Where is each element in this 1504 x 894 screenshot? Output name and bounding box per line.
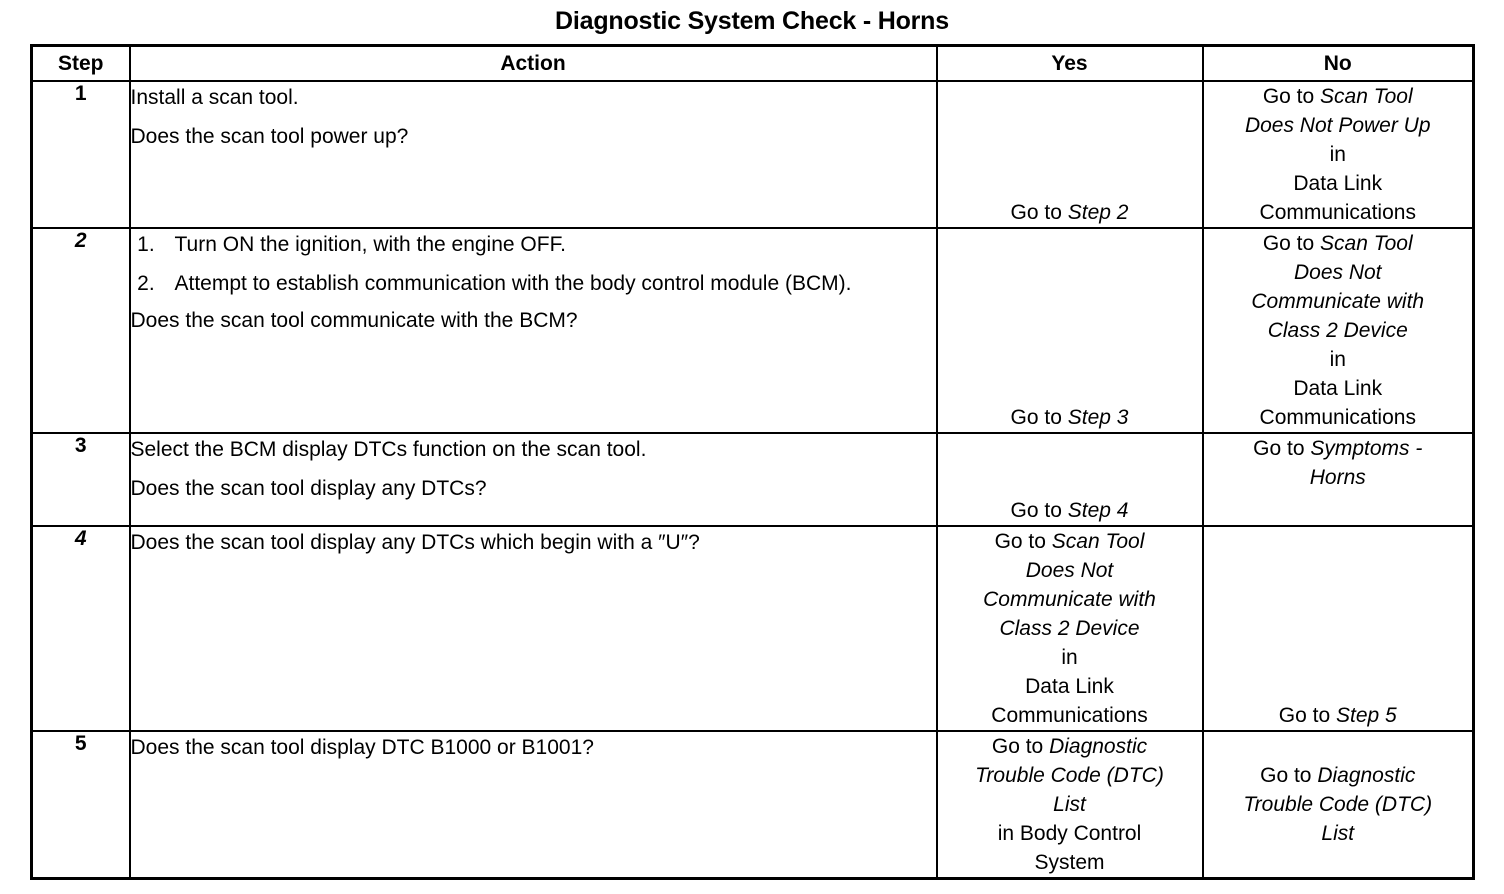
result-text: Go to Step 3 [938,403,1202,432]
result-reference: Step 3 [1067,406,1129,429]
result-reference: Trouble Code (DTC) [975,764,1164,787]
action-step-list: Turn ON the ignition, with the engine OF… [131,229,936,299]
result-reference: Class 2 Device [1267,319,1408,342]
action-text-line: Install a scan tool. [130,86,299,109]
result-label: Go to [1010,499,1068,522]
result-label: Go to [1262,85,1321,108]
action-cell: Select the BCM display DTCs function on … [128,432,938,527]
result-reference: Diagnostic [1049,735,1148,758]
result-text: Go to Step 2 [938,198,1202,227]
step-number-cell: 5 [30,730,131,880]
table-header-row: Step Action Yes No [30,44,1475,82]
result-reference: Step 5 [1335,704,1397,727]
result-text: Go to Symptoms - Horns [1204,434,1473,492]
result-reference: Symptoms - [1310,437,1423,460]
result-label: Communications [1259,201,1416,224]
step-number-cell: 1 [30,80,131,229]
result-label: Go to [1262,232,1321,255]
result-label: Data Link [1025,675,1114,698]
result-label: Go to [1253,437,1311,460]
result-reference: Does Not [1293,261,1382,284]
yes-result-cell: Go to Step 2 [935,80,1204,229]
no-result-cell: Go to Symptoms - Horns [1201,432,1475,527]
action-question: Does the scan tool communicate with the … [130,309,578,332]
no-result-cell: Go to Step 5 [1201,525,1475,732]
result-reference: Trouble Code (DTC) [1243,793,1433,816]
result-reference: Scan Tool [1051,530,1145,553]
step-number-cell: 3 [30,432,131,527]
result-label: Go to [1010,406,1068,429]
result-reference: Communicate with [983,588,1156,611]
result-reference: Step 2 [1067,201,1129,224]
result-reference: Does Not [1025,559,1114,582]
result-reference: Communicate with [1251,290,1425,313]
result-reference: Class 2 Device [999,617,1140,640]
step-number-cell: 2 [30,227,131,434]
result-label: Go to [994,530,1052,553]
column-header-no: No [1201,44,1475,82]
result-label: Communications [991,704,1148,727]
result-label: in [1329,143,1346,166]
action-step-item: Turn ON the ignition, with the engine OF… [161,229,936,260]
column-header-step: Step [30,44,131,82]
step-number-cell: 4 [30,525,131,732]
result-reference: Step 4 [1067,499,1129,522]
result-reference: Horns [1309,466,1366,489]
result-label: in [1329,348,1346,371]
result-label: Go to [1278,704,1336,727]
table-row: 2 Turn ON the ignition, with the engine O… [30,227,1475,434]
column-header-action: Action [128,44,938,82]
result-reference: Does Not Power Up [1244,114,1431,137]
yes-result-cell: Go to Step 4 [935,432,1204,527]
result-reference: Scan Tool [1320,232,1413,255]
action-cell: Turn ON the ignition, with the engine OF… [128,227,938,434]
result-text: Go to Step 4 [938,496,1202,525]
result-label: System [1034,851,1105,874]
result-label: Communications [1259,406,1416,429]
action-step-item: Attempt to establish communication with … [161,268,936,299]
action-text-line: Select the BCM display DTCs function on … [130,438,647,461]
result-text: Go to Step 5 [1204,701,1473,730]
action-cell: Does the scan tool display DTC B1000 or … [128,730,938,880]
result-label: Go to [991,735,1050,758]
result-label: Data Link [1293,172,1383,195]
result-reference: List [1053,793,1086,816]
action-cell: Does the scan tool display any DTCs whic… [128,525,938,732]
column-header-yes: Yes [935,44,1204,82]
result-label: in [1061,646,1078,669]
result-label: Go to [1010,201,1068,224]
result-label: Go to [1260,764,1318,787]
action-text-line: Does the scan tool power up? [130,125,409,148]
page-title: Diagnostic System Check - Horns [555,7,949,35]
result-label: Data Link [1293,377,1383,400]
result-label: in Body Control [997,822,1142,845]
result-reference: Scan Tool [1320,85,1413,108]
result-reference: List [1321,822,1355,845]
action-text-line: Does the scan tool display any DTCs? [130,477,487,500]
action-text-line: Does the scan tool display DTC B1000 or … [130,736,594,759]
yes-result-cell: Go to Step 3 [935,227,1204,434]
result-reference: Diagnostic [1317,764,1416,787]
action-cell: Install a scan tool. Does the scan tool p… [128,80,938,229]
action-text-line: Does the scan tool display any DTCs whic… [130,531,700,554]
